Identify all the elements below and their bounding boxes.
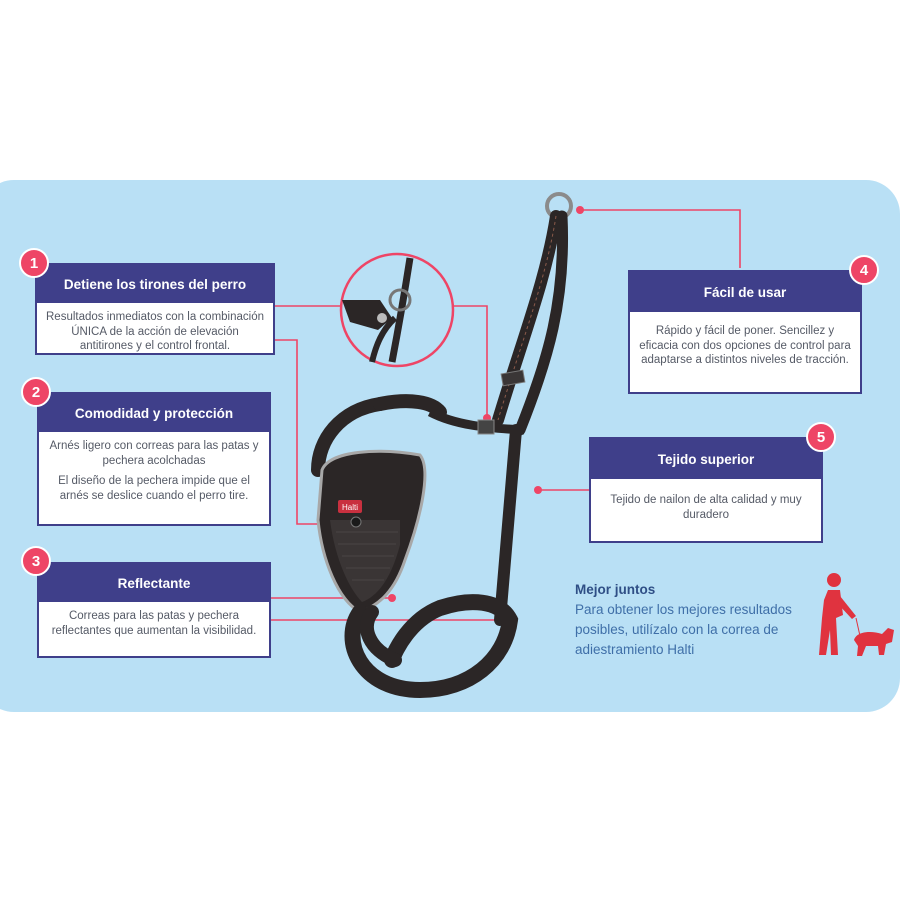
- feature-title-4: Fácil de usar: [630, 272, 860, 312]
- feature-text-1: Resultados inmediatos con la combinación…: [46, 311, 264, 352]
- svg-text:Halti: Halti: [342, 503, 358, 512]
- harness-product-image: Halti: [311, 192, 573, 699]
- walking-dog-icon: [819, 573, 894, 656]
- feature-number-4: 4: [849, 255, 879, 285]
- connector-1a: [190, 305, 488, 418]
- connector-lines: [190, 209, 741, 621]
- feature-card-3: Reflectante Correas para las patas y pec…: [37, 562, 271, 658]
- feature-card-1: Detiene los tirones del perro Resultados…: [35, 263, 275, 355]
- feature-title-5: Tejido superior: [591, 439, 821, 479]
- zoom-detail-circle: [339, 252, 455, 368]
- feature-text-5: Tejido de nailon de alta calidad y muy d…: [610, 494, 802, 521]
- feature-number-5: 5: [806, 422, 836, 452]
- feature-text-3: Correas para las patas y pechera reflect…: [51, 610, 257, 637]
- feature-text-2: Arnés ligero con correas para las patas …: [49, 440, 259, 502]
- feature-number-1: 1: [19, 248, 49, 278]
- connector-4: [580, 209, 741, 268]
- feature-number-2: 2: [21, 377, 51, 407]
- feature-card-2: Comodidad y protección Arnés ligero con …: [37, 392, 271, 526]
- better-together-note: Mejor juntos Para obtener los mejores re…: [575, 580, 835, 660]
- better-together-text: Para obtener los mejores resultados posi…: [575, 602, 792, 657]
- feature-card-5: Tejido superior Tejido de nailon de alta…: [589, 437, 823, 543]
- feature-title-3: Reflectante: [39, 564, 269, 602]
- feature-number-3: 3: [21, 546, 51, 576]
- better-together-title: Mejor juntos: [575, 582, 656, 597]
- feature-title-2: Comodidad y protección: [39, 394, 269, 432]
- feature-card-4: Fácil de usar Rápido y fácil de poner. S…: [628, 270, 862, 394]
- feature-title-1: Detiene los tirones del perro: [37, 265, 273, 303]
- feature-text-4: Rápido y fácil de poner. Sencillez y efi…: [639, 325, 851, 366]
